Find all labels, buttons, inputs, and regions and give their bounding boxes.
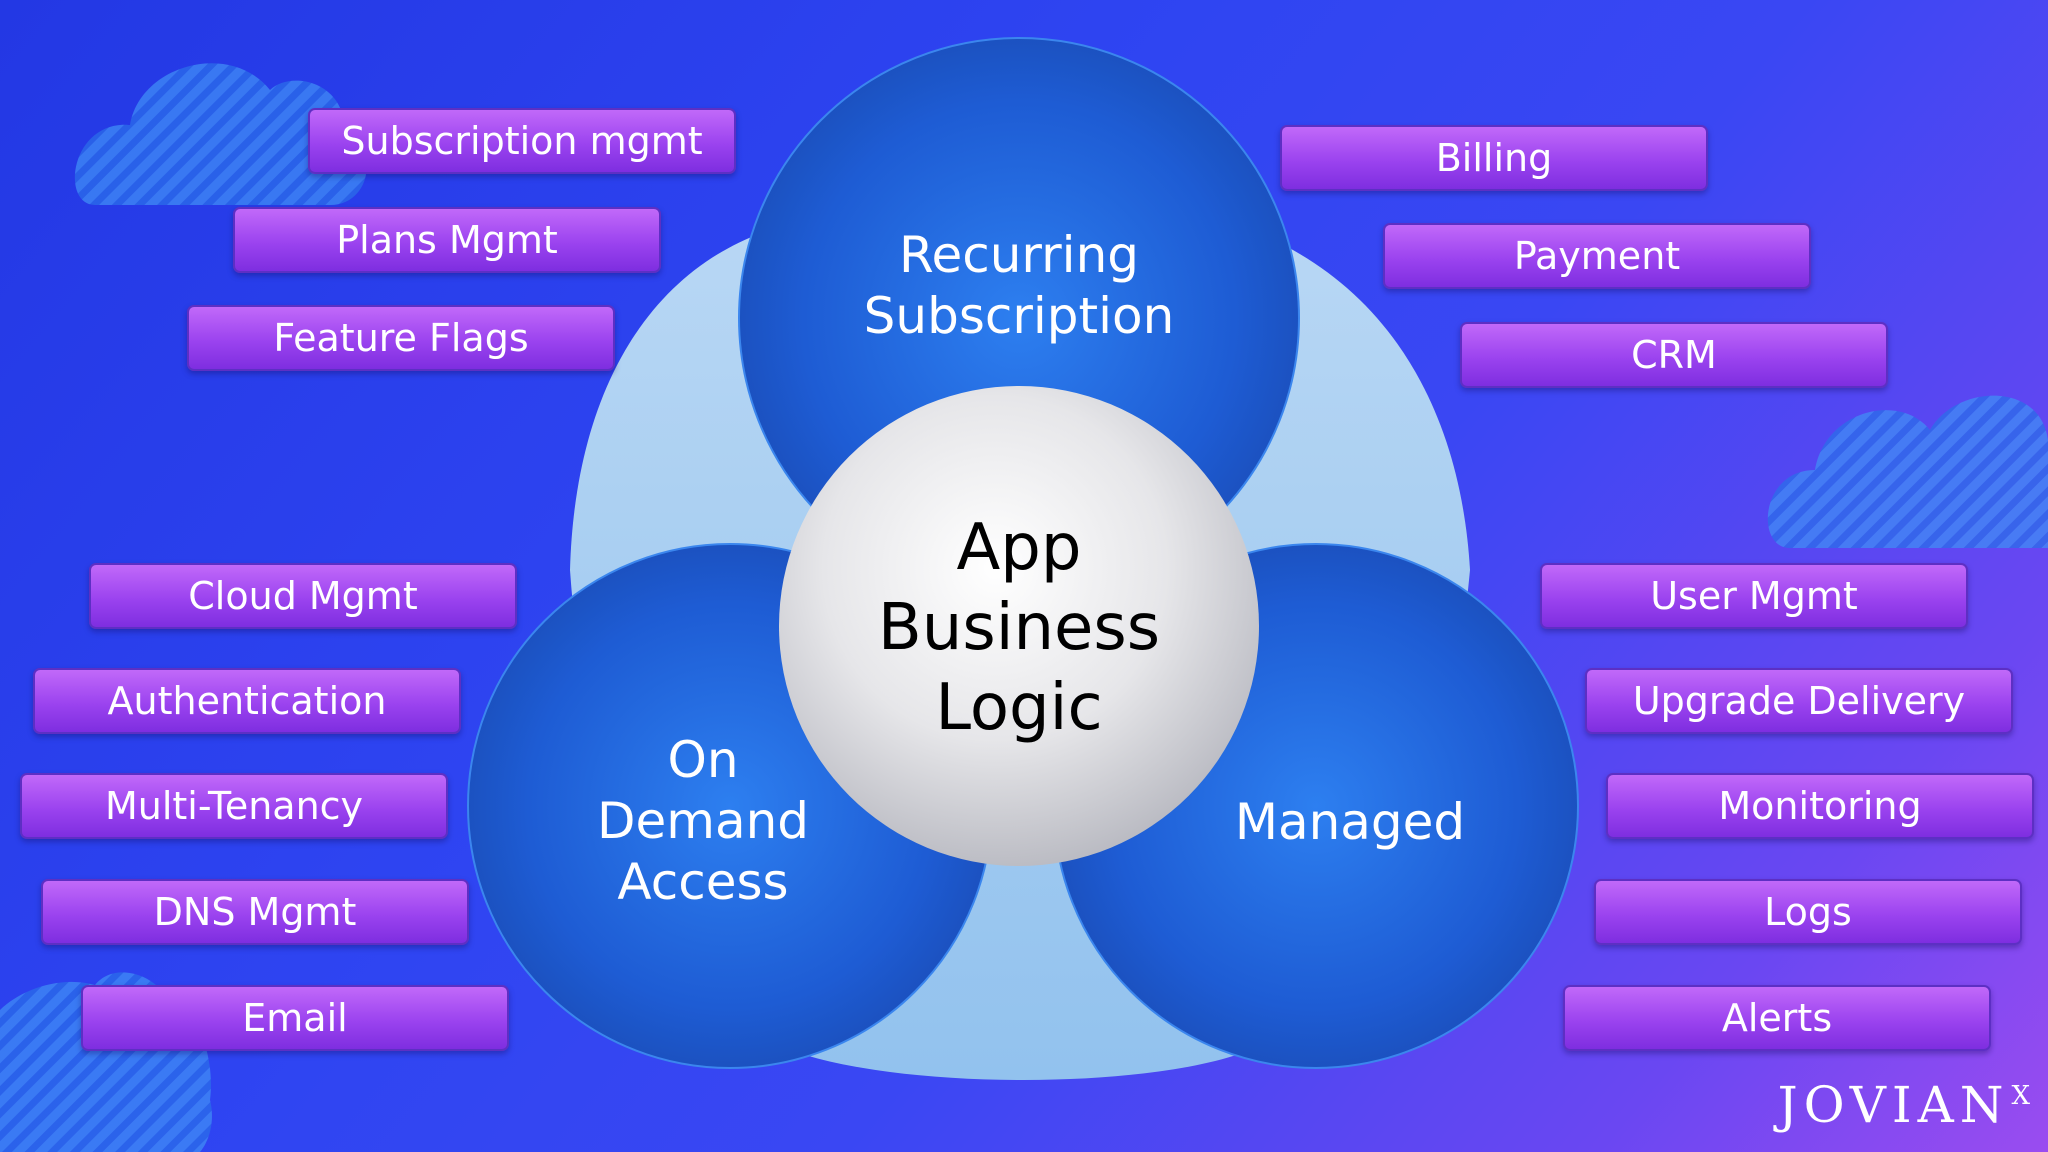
tag-billing: Billing xyxy=(1280,125,1708,191)
brand-superscript: X xyxy=(2011,1081,2030,1112)
circle-label-line: Access xyxy=(617,853,789,911)
cloud-icon xyxy=(1767,395,2048,548)
circle-label-line: Subscription xyxy=(863,287,1175,345)
circle-label-line: On xyxy=(667,731,739,789)
tag-dns-mgmt: DNS Mgmt xyxy=(41,879,469,945)
center-label-line: Business xyxy=(877,591,1161,665)
circle-label-recurring-subscription: Recurring Subscription xyxy=(819,225,1219,347)
tag-subscription-mgmt: Subscription mgmt xyxy=(308,108,736,174)
tag-alerts: Alerts xyxy=(1563,985,1991,1051)
circle-label-on-demand-access: On Demand Access xyxy=(553,730,853,913)
circle-label-line: Recurring xyxy=(899,226,1139,284)
center-label-line: Logic xyxy=(935,671,1103,745)
circle-label-managed: Managed xyxy=(1200,792,1500,853)
circle-label-line: Managed xyxy=(1234,793,1466,851)
tag-crm: CRM xyxy=(1460,322,1888,388)
tag-logs: Logs xyxy=(1594,879,2022,945)
tag-cloud-mgmt: Cloud Mgmt xyxy=(89,563,517,629)
tag-authentication: Authentication xyxy=(33,668,461,734)
tag-feature-flags: Feature Flags xyxy=(187,305,615,371)
cloud-icon xyxy=(74,63,367,206)
tag-payment: Payment xyxy=(1383,223,1811,289)
tag-plans-mgmt: Plans Mgmt xyxy=(233,207,661,273)
brand-name: JOVIAN xyxy=(1777,1076,2010,1134)
circle-label-line: Demand xyxy=(596,792,810,850)
tag-monitoring: Monitoring xyxy=(1606,773,2034,839)
tag-user-mgmt: User Mgmt xyxy=(1540,563,1968,629)
tag-email: Email xyxy=(81,985,509,1051)
center-label: App Business Logic xyxy=(819,508,1219,748)
brand-logo: JOVIANX xyxy=(1778,1076,2030,1134)
tag-multi-tenancy: Multi-Tenancy xyxy=(20,773,448,839)
center-label-line: App xyxy=(956,511,1082,585)
tag-upgrade-delivery: Upgrade Delivery xyxy=(1585,668,2013,734)
center-circle xyxy=(779,386,1259,866)
